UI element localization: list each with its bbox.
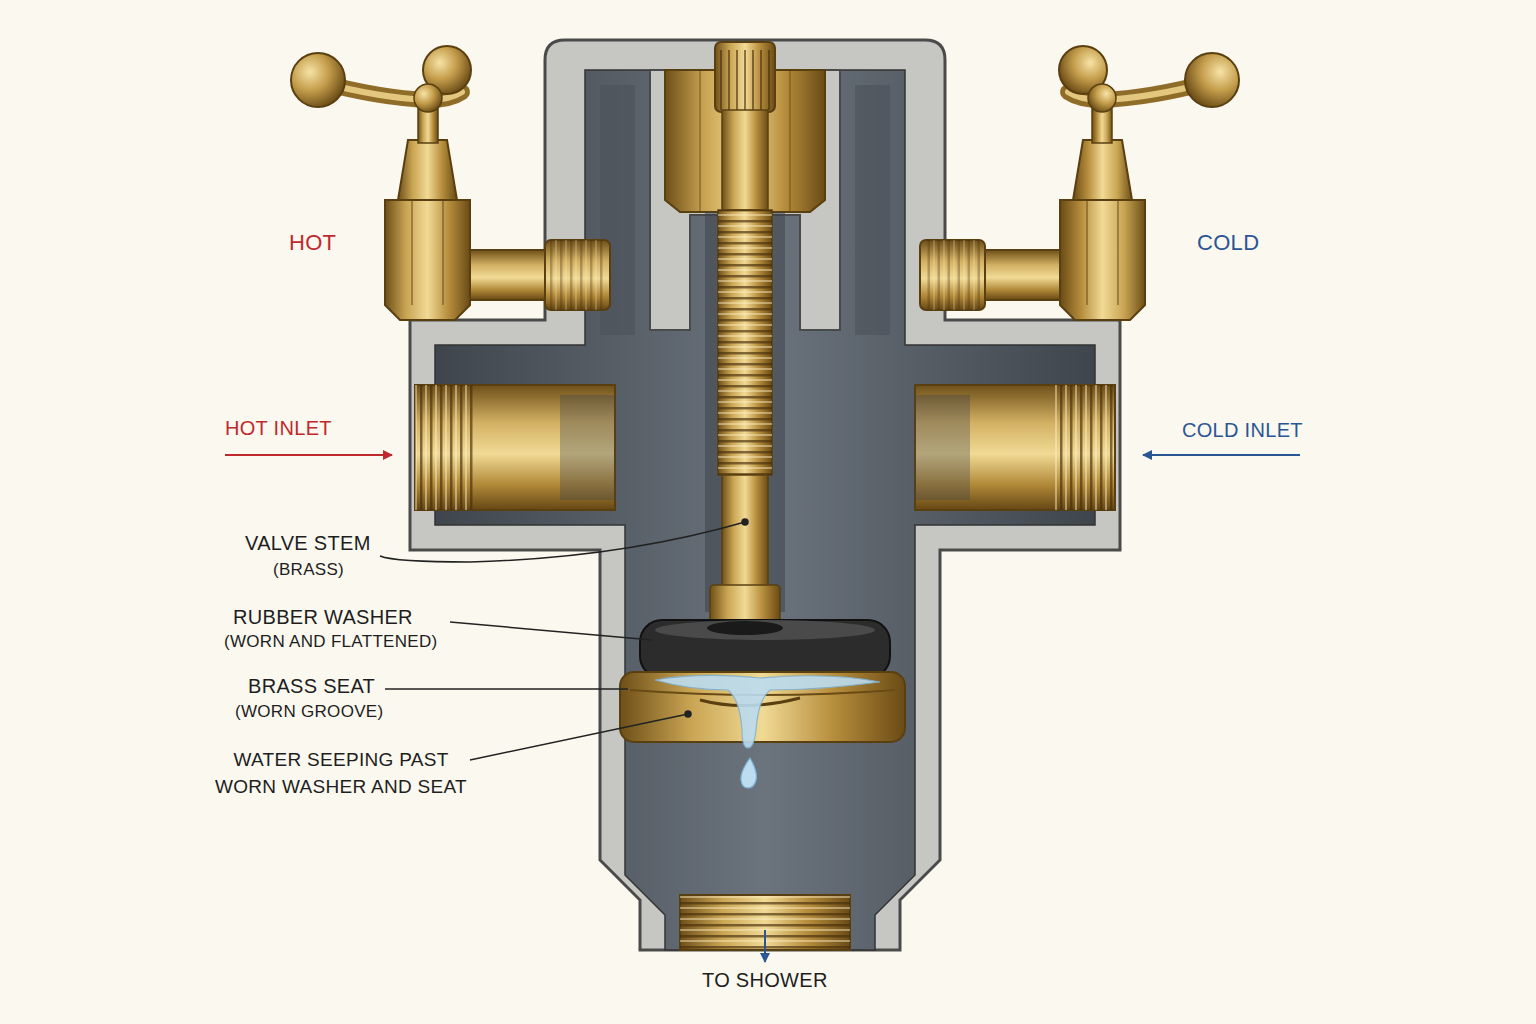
hot-flow-arrow	[225, 454, 392, 456]
part-label: WATER SEEPING PAST WORN WASHER AND SEAT	[207, 746, 475, 800]
water-seep	[655, 675, 880, 748]
water-drop	[741, 758, 756, 788]
leader-line	[450, 622, 652, 640]
leader-dot	[742, 519, 748, 525]
part-note: (WORN GROOVE)	[235, 702, 383, 722]
hot-handle	[291, 46, 610, 320]
hot-label: HOT	[289, 230, 336, 256]
leader-dot	[685, 711, 691, 717]
rubber-washer	[640, 620, 890, 678]
part-label: VALVE STEM	[245, 531, 371, 555]
part-label: BRASS SEAT	[248, 674, 375, 698]
leader-line	[470, 714, 688, 760]
valve-body	[410, 40, 1120, 950]
valve-stem	[710, 42, 780, 623]
outlet-flow-arrow	[764, 930, 766, 962]
leader-line	[385, 688, 628, 690]
part-label: RUBBER WASHER	[233, 605, 413, 629]
inlet-label: HOT INLET	[225, 416, 332, 440]
hot-inlet-fitting	[415, 385, 615, 510]
part-note: (WORN AND FLATTENED)	[224, 632, 437, 652]
cold-handle	[920, 46, 1239, 320]
part-note: (BRASS)	[273, 560, 344, 580]
cold-flow-arrow	[1143, 454, 1300, 456]
leader-line	[380, 522, 745, 562]
cold-label: COLD	[1197, 230, 1259, 256]
inlet-label: COLD INLET	[1182, 418, 1303, 442]
cold-inlet-fitting	[915, 385, 1115, 510]
outlet-label: TO SHOWER	[702, 968, 828, 992]
